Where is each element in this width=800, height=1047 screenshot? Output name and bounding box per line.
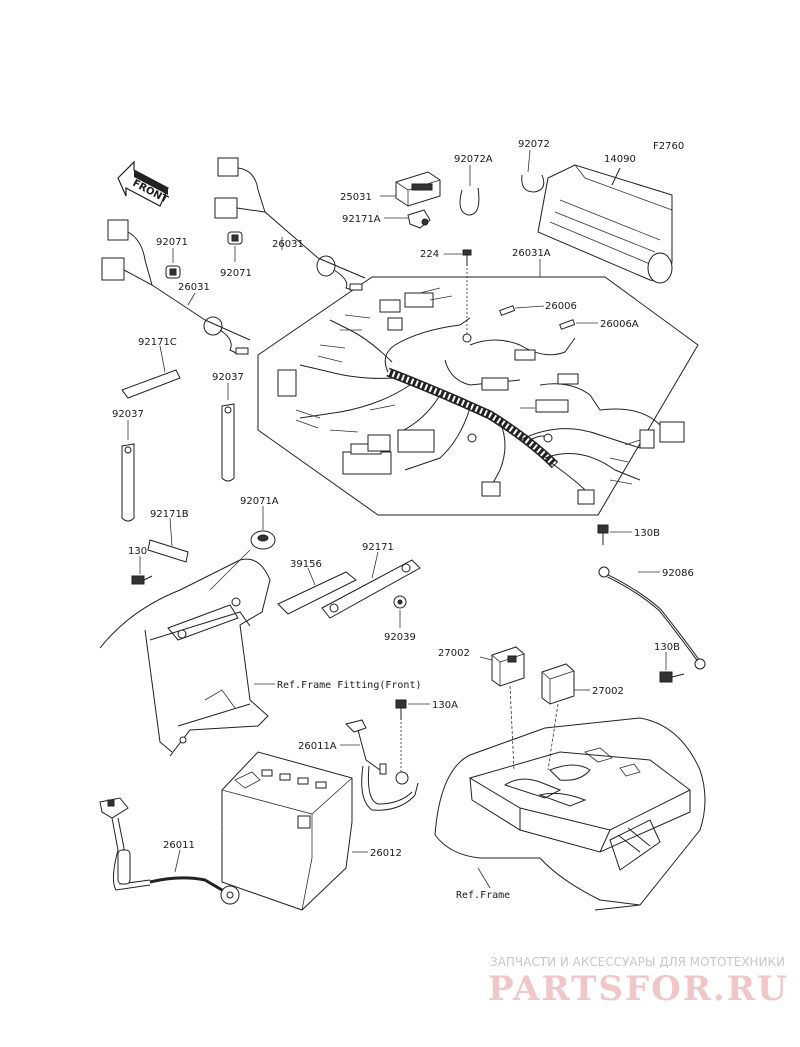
sub-harness-26031-left (101, 219, 251, 355)
bracket-92171C (121, 345, 181, 399)
clamp-92072A (459, 165, 480, 216)
battery-26012 (221, 751, 368, 911)
figure-code: F2760 (653, 141, 684, 152)
label-26031-top: 26031 (272, 239, 304, 250)
bolt-130A (395, 699, 430, 774)
relay-25031 (380, 171, 441, 207)
label-26011: 26011 (163, 840, 195, 851)
label-92072A: 92072A (454, 154, 493, 165)
label-92037-right: 92037 (212, 372, 244, 383)
label-92071A: 92071A (240, 496, 279, 507)
grommet-92071A (250, 506, 276, 550)
grommet-92071-top (227, 231, 243, 262)
label-130B-top: 130B (634, 528, 660, 539)
label-27002-right: 27002 (592, 686, 624, 697)
frame-rear (434, 717, 706, 911)
bracket-92171 (321, 551, 421, 619)
label-92039: 92039 (384, 632, 416, 643)
label-26031A: 26031A (512, 248, 551, 259)
grommet-92071-left (165, 248, 181, 279)
sub-harness-26031-top (214, 157, 366, 291)
label-92071-left: 92071 (156, 237, 188, 248)
frame-fitting-front (99, 549, 275, 757)
label-130B-bottom: 130B (654, 642, 680, 653)
label-26006A: 26006A (600, 319, 639, 330)
label-130: 130 (128, 546, 147, 557)
strap-92037-right (221, 383, 235, 482)
label-224: 224 (420, 249, 439, 260)
fuse-26006 (499, 305, 545, 316)
clamp-92072 (521, 149, 545, 193)
label-27002-left: 27002 (438, 648, 470, 659)
fuse-26006A (559, 319, 598, 330)
bracket-92171B (147, 517, 189, 563)
main-harness-26031A (257, 276, 699, 516)
bolt-130B-bottom (659, 652, 685, 683)
bolt-130B-top (597, 524, 632, 545)
label-26006: 26006 (545, 301, 577, 312)
label-92071-top: 92071 (220, 268, 252, 279)
relay-27002-left (479, 646, 525, 771)
label-92171: 92171 (362, 542, 394, 553)
relay-27002-right (541, 663, 590, 771)
label-92171C: 92171C (138, 337, 177, 348)
label-25031: 25031 (340, 192, 372, 203)
label-92171A: 92171A (342, 214, 381, 225)
bolt-130 (131, 556, 153, 585)
clip-92039 (393, 595, 407, 628)
label-92072: 92072 (518, 139, 550, 150)
label-130A: 130A (432, 700, 458, 711)
watermark-tagline: ЗАПЧАСТИ И АКСЕССУАРЫ ДЛЯ МОТОТЕХНИКИ (490, 955, 785, 969)
front-arrow-icon: FRONT (117, 160, 170, 207)
ref-frame-fitting-front: Ref.Frame Fitting(Front) (277, 680, 422, 691)
watermark-logo: PARTSFOR.RU (488, 969, 789, 1009)
ref-frame: Ref.Frame (456, 890, 510, 901)
label-92037-left: 92037 (112, 409, 144, 420)
label-26012: 26012 (370, 848, 402, 859)
label-92086: 92086 (662, 568, 694, 579)
label-26011A: 26011A (298, 741, 337, 752)
battery-cable-26011A (340, 719, 419, 811)
pad-39156 (277, 567, 357, 615)
label-14090: 14090 (604, 154, 636, 165)
cover-14090 (537, 164, 673, 284)
label-92171B: 92171B (150, 509, 189, 520)
label-26031-left: 26031 (178, 282, 210, 293)
bolt-224 (444, 249, 472, 338)
ground-cable-92086 (598, 566, 706, 670)
bracket-92171A (384, 209, 431, 229)
label-39156: 39156 (290, 559, 322, 570)
strap-92037-left (121, 420, 135, 522)
battery-cable-26011 (99, 797, 240, 905)
